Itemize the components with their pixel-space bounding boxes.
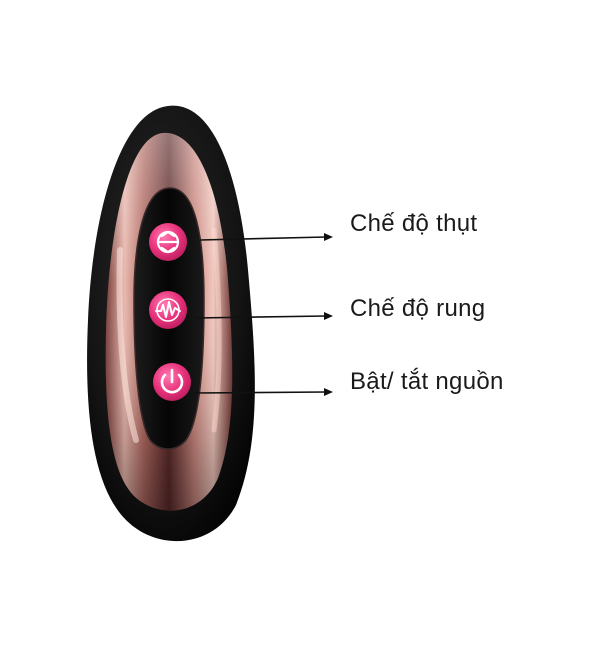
metal-highlight xyxy=(116,247,139,443)
power-label: Bật/ tắt nguồn xyxy=(350,368,504,395)
vibrate-mode-label: Chế độ rung xyxy=(350,295,486,322)
arrow-thrust xyxy=(199,233,333,241)
thrust-mode-label: Chế độ thụt xyxy=(350,210,478,237)
vibration-wave-icon xyxy=(155,298,181,322)
thrust-mode-button[interactable] xyxy=(149,223,187,261)
thrust-mode-icon xyxy=(156,230,180,254)
power-button[interactable] xyxy=(153,363,191,401)
metal-highlight xyxy=(211,227,222,433)
arrow-power xyxy=(193,388,333,396)
arrow-vibrate xyxy=(195,312,333,320)
vibrate-mode-button[interactable] xyxy=(149,291,187,329)
power-icon xyxy=(160,368,184,394)
